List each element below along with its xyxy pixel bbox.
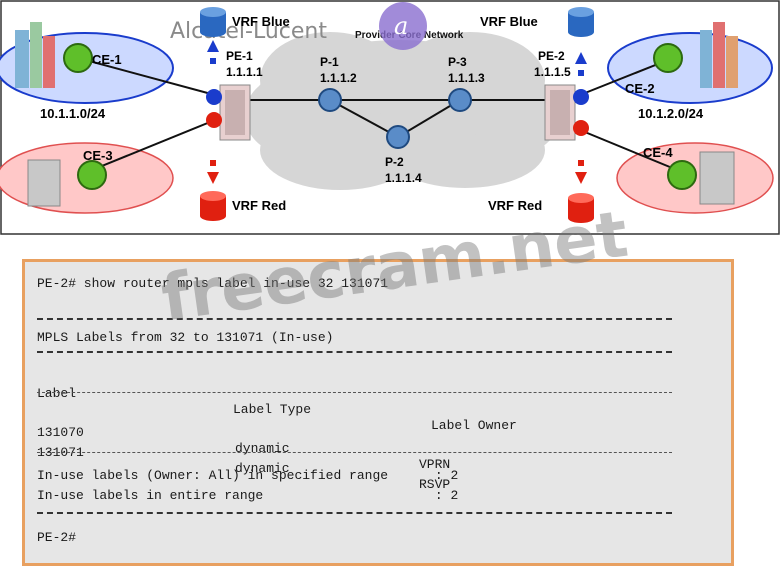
router-icon: [318, 88, 342, 112]
vrf-blue-interface: [206, 89, 222, 105]
pe2-ip: 1.1.1.5: [534, 65, 571, 79]
divider: [37, 318, 672, 320]
row-type: dynamic: [235, 461, 290, 476]
p3-name: P-3: [448, 55, 467, 69]
svg-text:a: a: [394, 12, 408, 40]
vrf-blue-database-icon: [568, 7, 594, 76]
row-label: 131070: [37, 425, 84, 440]
row-owner: RSVP: [419, 477, 451, 492]
vrf-red-database-icon: [200, 160, 226, 221]
table-row: 131071 dynamic RSVP: [37, 429, 672, 509]
cli-output-panel: PE-2# show router mpls label in-use 32 1…: [22, 259, 734, 566]
alcatel-logo-icon: a: [379, 2, 427, 50]
row-label: 131071: [37, 445, 84, 460]
building-icon: [699, 151, 735, 205]
router-icon: [653, 43, 683, 73]
router-icon: [667, 160, 697, 190]
ce3-name: CE-3: [83, 148, 113, 163]
router-icon: [63, 43, 93, 73]
building-icon: [15, 22, 55, 88]
vrf-red-label-right: VRF Red: [488, 198, 542, 213]
cli-title: MPLS Labels from 32 to 131071 (In-use): [37, 330, 334, 345]
table-row: 131070 dynamic VPRN: [37, 409, 672, 489]
vrf-blue-label-right: VRF Blue: [480, 14, 538, 29]
router-icon: [386, 125, 410, 149]
vrf-blue-database-icon: [200, 7, 226, 64]
table-header: Label Label Type Label Owner: [37, 370, 672, 450]
p1-name: P-1: [320, 55, 339, 69]
p2-ip: 1.1.1.4: [385, 171, 422, 185]
ce2-network: 10.1.2.0/24: [638, 106, 704, 121]
header-owner: Label Owner: [431, 418, 517, 433]
p1-ip: 1.1.1.2: [320, 71, 357, 85]
provider-core-cloud: [245, 32, 560, 190]
pe1-chassis-icon: [219, 84, 251, 141]
divider: [37, 351, 672, 353]
ce4-name: CE-4: [643, 145, 673, 160]
vrf-blue-label-left: VRF Blue: [232, 14, 290, 29]
summary-entire: In-use labels in entire range : 2: [37, 488, 459, 503]
pe1-ip: 1.1.1.1: [226, 65, 263, 79]
p2-name: P-2: [385, 155, 404, 169]
header-type: Label Type: [233, 402, 312, 417]
links: [77, 57, 683, 173]
ce2-name: CE-2: [625, 81, 655, 96]
pe2-chassis-icon: [544, 84, 576, 141]
vrf-red-database-icon: [568, 160, 594, 223]
ce1-name: CE-1: [92, 52, 122, 67]
divider: [37, 392, 672, 393]
router-icon: [77, 160, 107, 190]
ce1-network: 10.1.1.0/24: [40, 106, 106, 121]
divider: [37, 452, 672, 453]
header-label: Label: [37, 386, 77, 401]
network-diagram: Provider Core Network Alcatel-Lucent a: [0, 0, 780, 235]
cli-command: PE-2# show router mpls label in-use 32 1…: [37, 276, 389, 291]
p3-ip: 1.1.1.3: [448, 71, 485, 85]
vrf-red-interface: [206, 112, 222, 128]
pe1-name: PE-1: [226, 49, 253, 63]
brand-text: Alcatel-Lucent: [170, 19, 327, 44]
vrf-blue-interface: [573, 89, 589, 105]
summary-range: In-use labels (Owner: All) in specified …: [37, 468, 459, 483]
vrf-red-interface: [573, 120, 589, 136]
divider: [37, 512, 672, 514]
vrf-red-label-left: VRF Red: [232, 198, 286, 213]
row-owner: VPRN: [419, 457, 451, 472]
pe2-name: PE-2: [538, 49, 565, 63]
building-icon: [700, 22, 738, 88]
building-icon: [27, 159, 61, 207]
router-icon: [448, 88, 472, 112]
cli-prompt: PE-2#: [37, 530, 77, 545]
